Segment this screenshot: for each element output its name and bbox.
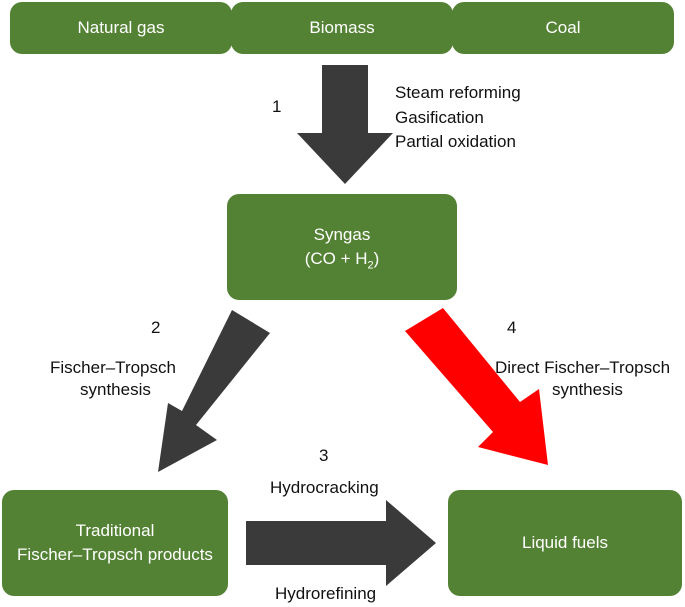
step-1-process-1: Steam reforming <box>395 83 521 102</box>
syngas-formula: (CO + H2) <box>304 249 380 272</box>
step-4-label-2: synthesis <box>552 380 623 399</box>
step-2-label-2: synthesis <box>80 380 151 399</box>
traditional-products-box: Traditional Fischer–Tropsch products <box>2 490 228 596</box>
step-4-number: 4 <box>507 318 517 337</box>
liquid-fuels-box: Liquid fuels <box>448 490 682 596</box>
step-1-process-3: Partial oxidation <box>395 132 516 151</box>
syngas-title: Syngas <box>313 225 371 244</box>
syngas-box: Syngas (CO + H2) <box>227 194 457 300</box>
arrow-step-3 <box>246 500 436 586</box>
arrow-step-1 <box>297 65 393 184</box>
step-4-label-1: Direct Fischer–Tropsch <box>495 358 671 377</box>
step-3-label-top: Hydrocracking <box>270 478 379 497</box>
traditional-line-1: Traditional <box>75 521 155 540</box>
source-natural-gas: Natural gas <box>10 2 232 54</box>
arrow-step-2 <box>158 310 270 472</box>
traditional-line-2: Fischer–Tropsch products <box>17 545 213 564</box>
source-coal: Coal <box>452 2 674 54</box>
step-2-number: 2 <box>151 318 161 337</box>
source-biomass: Biomass <box>231 2 453 54</box>
step-1-process-2: Gasification <box>395 108 484 127</box>
step-3-label-bottom: Hydrorefining <box>275 584 377 603</box>
step-1-number: 1 <box>272 97 282 116</box>
step-3-number: 3 <box>319 446 329 465</box>
step-2-label-1: Fischer–Tropsch <box>50 358 176 377</box>
arrow-step-4 <box>405 308 548 465</box>
